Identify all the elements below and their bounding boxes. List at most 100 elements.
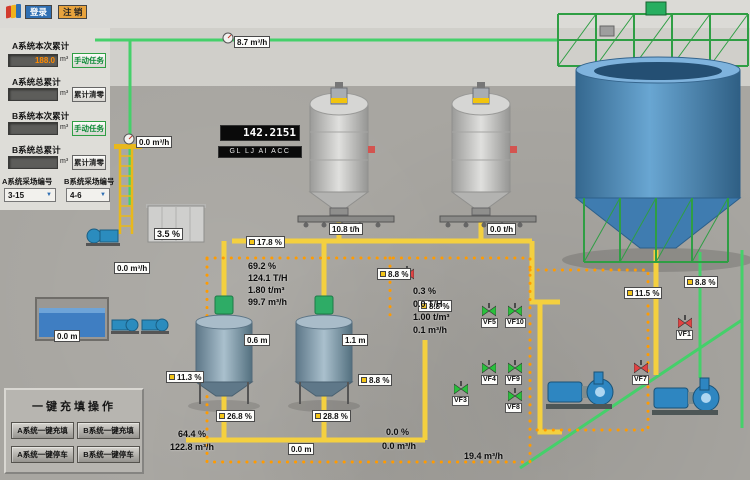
mixer2-level-readout: 1.1 m [342, 334, 369, 346]
belt-a-rate-readout: 10.8 t/h [329, 223, 363, 235]
mixer1-agitator-motor[interactable] [214, 295, 234, 315]
one-key-panel-title: 一键充填操作 [32, 401, 116, 413]
b-current-total-field[interactable] [8, 122, 58, 135]
a-grand-total-label: A系统总累计 [12, 77, 61, 87]
top-water-flow-readout: 8.7 m³/h [234, 36, 271, 48]
left-flow-upper-readout: 0.0 m³/h [136, 136, 173, 148]
thickener-shell [575, 69, 741, 199]
b-one-key-stop-button[interactable]: B系统一键停车 [77, 446, 140, 463]
pool-level-readout: 0.0 m [54, 330, 81, 342]
a-current-total-field[interactable]: 188.0 [8, 54, 58, 67]
silo-a-feeder[interactable] [329, 207, 349, 216]
b-stope-number-select[interactable]: 4-6 ▼ [66, 188, 110, 202]
valve-vf9-icon[interactable] [508, 360, 522, 374]
unit-label: m³ [60, 90, 69, 97]
sensor-readout: 8.8 % [377, 268, 412, 280]
sensor-readout: 11.5 % [624, 287, 663, 299]
valve-vf4-icon[interactable] [482, 360, 496, 374]
sensor-icon [219, 413, 225, 419]
a-density-value: 1.80 t/m³ [248, 285, 285, 295]
filling-pump-b[interactable] [652, 377, 720, 415]
logout-button[interactable]: 注 销 [58, 5, 88, 19]
silo-b-hazard-stripe [473, 98, 489, 103]
sensor-icon [421, 303, 427, 309]
chevron-down-icon: ▼ [46, 192, 52, 198]
silo-b-feeder[interactable] [471, 207, 491, 216]
belt-b-rate-readout: 0.0 t/h [487, 223, 517, 235]
valve-vf3-tag: VF3 [452, 396, 469, 406]
thickener-control-box [599, 25, 615, 37]
a-one-key-stop-button[interactable]: A系统一键停车 [11, 446, 74, 463]
a-grand-total-field[interactable] [8, 88, 58, 101]
return-flow-value: 19.4 m³/h [464, 451, 504, 461]
valve-vf10-icon[interactable] [508, 303, 522, 317]
b-density-value: 1.00 t/m³ [413, 312, 450, 322]
flow-meter-icon [222, 32, 234, 44]
b-feed-rate-value: 0.0 T/H [413, 299, 443, 309]
sensor-icon [315, 413, 321, 419]
manual-task-button-a[interactable]: 手动任务 [72, 53, 106, 68]
flow-totalizer-tag: GL LJ AI ACC [218, 146, 302, 158]
b-underflow-flow-value: 0.0 m³/h [382, 441, 417, 451]
manual-task-button-b[interactable]: 手动任务 [72, 121, 106, 136]
water-pool [35, 297, 109, 341]
unit-label: m³ [60, 158, 69, 165]
valve-vf10-tag: VF10 [505, 318, 526, 328]
a-stope-number-label: A系统采场编号 [2, 177, 53, 186]
login-button[interactable]: 登录 [25, 5, 53, 19]
sensor-readout: 26.8 % [216, 410, 255, 422]
valve-vf8-tag: VF8 [505, 403, 522, 413]
clear-total-button-b[interactable]: 累计清零 [72, 155, 106, 170]
water-pump-2[interactable] [141, 318, 169, 334]
b-underflow-concentration-value: 0.0 % [386, 427, 410, 437]
thickener-interior [594, 62, 722, 80]
a-one-key-fill-button[interactable]: A系统一键充填 [11, 422, 74, 439]
valve-vf4-tag: VF4 [481, 375, 498, 385]
valve-vf1-icon[interactable] [678, 315, 692, 329]
chevron-down-icon: ▼ [100, 192, 106, 198]
valve-vf7-tag: VF7 [632, 375, 649, 385]
mixer-tank-1 [194, 295, 254, 404]
left-flow-lower-readout: 0.0 m³/h [114, 262, 151, 274]
b-grand-total-field[interactable] [8, 156, 58, 169]
b-stope-number-label: B系统采场编号 [64, 177, 115, 186]
mixer1-level-readout: 0.6 m [244, 334, 271, 346]
b-one-key-fill-button[interactable]: B系统一键充填 [77, 422, 140, 439]
valve-vf8-icon[interactable] [508, 388, 522, 402]
a-feed-rate-value: 124.1 T/H [248, 273, 288, 283]
water-pump-1[interactable] [111, 318, 139, 334]
sensor-readout: 8.8 % [418, 300, 453, 312]
a-stope-number-value: 3-15 [8, 190, 25, 200]
access-ladder [114, 144, 142, 234]
mixer2-agitator-motor[interactable] [314, 295, 334, 315]
silo-b [450, 82, 517, 216]
b-concentration-value: 0.3 % [413, 286, 437, 296]
lime-feed-pump[interactable] [86, 228, 120, 246]
silo-a-vent-cap [335, 82, 343, 88]
valve-vf7-icon[interactable] [634, 360, 648, 374]
silo-b-vent-cap [477, 82, 485, 88]
sensor-icon [361, 377, 367, 383]
b-current-total-label: B系统本次累计 [12, 111, 70, 121]
filling-pump-a[interactable] [546, 371, 614, 409]
thickener-tank [557, 1, 749, 263]
valve-vf3-icon[interactable] [454, 381, 468, 395]
sensor-icon [169, 374, 175, 380]
flow-meter-icon [123, 133, 135, 145]
thickener-drive-motor[interactable] [645, 1, 667, 16]
sensor-icon [627, 290, 633, 296]
b-flow-value: 0.1 m³/h [413, 325, 448, 335]
valve-vf5-icon[interactable] [482, 303, 496, 317]
flow-totalizer-display: 142.2151 [220, 125, 300, 141]
thickener-cone [574, 197, 742, 249]
b-stope-number-value: 4-6 [70, 190, 82, 200]
clear-total-button-a[interactable]: 累计清零 [72, 87, 106, 102]
valve-vf9-tag: VF9 [505, 375, 522, 385]
mixer-tank-2 [294, 295, 354, 404]
a-concentration-value: 69.2 % [248, 261, 277, 271]
unit-label: m³ [60, 56, 69, 63]
a-stope-number-select[interactable]: 3-15 ▼ [4, 188, 56, 202]
silo-a-level-switch [368, 146, 375, 153]
sensor-icon [380, 271, 386, 277]
dotted-slurry-routes [205, 256, 650, 464]
